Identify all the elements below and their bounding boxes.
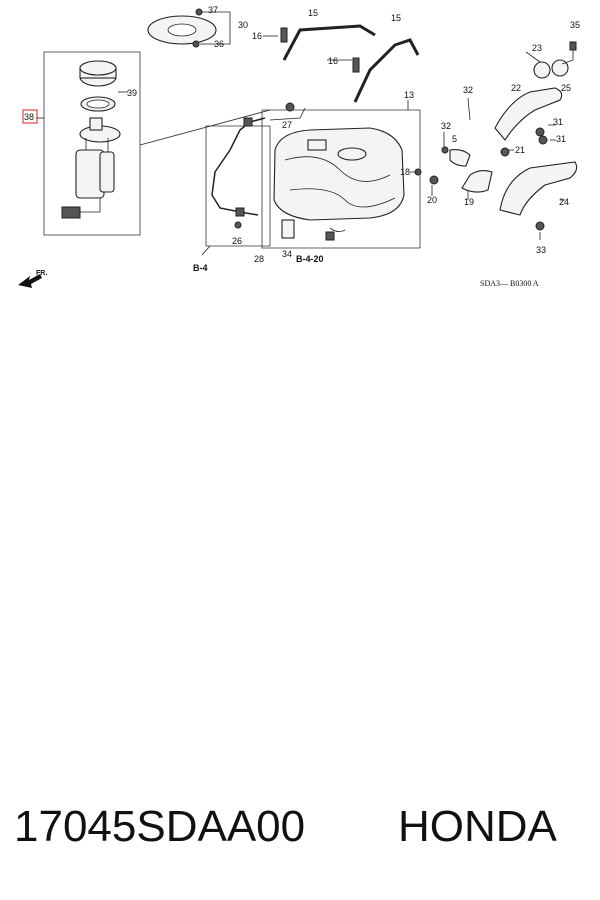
- callout-28: 28: [254, 254, 264, 264]
- callout-19: 19: [464, 197, 474, 207]
- callout-32-left: 32: [441, 121, 451, 131]
- callout-30: 30: [238, 20, 248, 30]
- callout-39: 39: [127, 88, 137, 98]
- front-direction-arrow-icon: [18, 274, 42, 288]
- parts-diagram: 37 30 36 16 16 15 15 35 23 25 22 31 31 3…: [18, 5, 580, 288]
- ref-b4-20: B-4-20: [296, 254, 324, 264]
- callout-15-left: 15: [308, 8, 318, 18]
- callout-13: 13: [404, 90, 414, 100]
- callout-5: 5: [452, 134, 457, 144]
- callout-21: 21: [515, 145, 525, 155]
- callout-20: 20: [427, 195, 437, 205]
- direction-label: FR.: [36, 270, 47, 277]
- fuel-pump-assembly: [43, 51, 271, 236]
- callout-35: 35: [570, 20, 580, 30]
- callout-32-right: 32: [463, 85, 473, 95]
- brand-name: HONDA: [398, 802, 557, 851]
- callout-36: 36: [214, 39, 224, 49]
- vapor-line: [205, 117, 271, 247]
- callout-38-highlight-box: [22, 109, 38, 124]
- tank-straps: [280, 24, 420, 103]
- callout-26: 26: [232, 236, 242, 246]
- callout-16-left: 16: [252, 31, 262, 41]
- callout-27: 27: [282, 120, 292, 130]
- callout-37: 37: [208, 5, 218, 15]
- callout-31-top: 31: [553, 117, 563, 127]
- callout-25: 25: [561, 83, 571, 93]
- callout-38: 38: [24, 112, 34, 122]
- callout-16-right: 16: [328, 56, 338, 66]
- filler-neck: [414, 41, 577, 193]
- ref-b4: B-4: [193, 263, 208, 273]
- filler-shield: [499, 161, 578, 231]
- callout-33: 33: [536, 245, 546, 255]
- fuel-tank: [261, 102, 421, 249]
- callout-15-right: 15: [391, 13, 401, 23]
- callout-31-bottom: 31: [556, 134, 566, 144]
- service-cover: [147, 8, 231, 48]
- callout-34: 34: [282, 249, 292, 259]
- callout-23: 23: [532, 43, 542, 53]
- clip: [281, 219, 295, 239]
- callout-24: 24: [559, 197, 569, 207]
- callout-22: 22: [511, 83, 521, 93]
- callout-18: 18: [400, 167, 410, 177]
- part-number: 17045SDAA00: [14, 802, 306, 851]
- drawing-code: SDA3— B0300 A: [480, 279, 539, 288]
